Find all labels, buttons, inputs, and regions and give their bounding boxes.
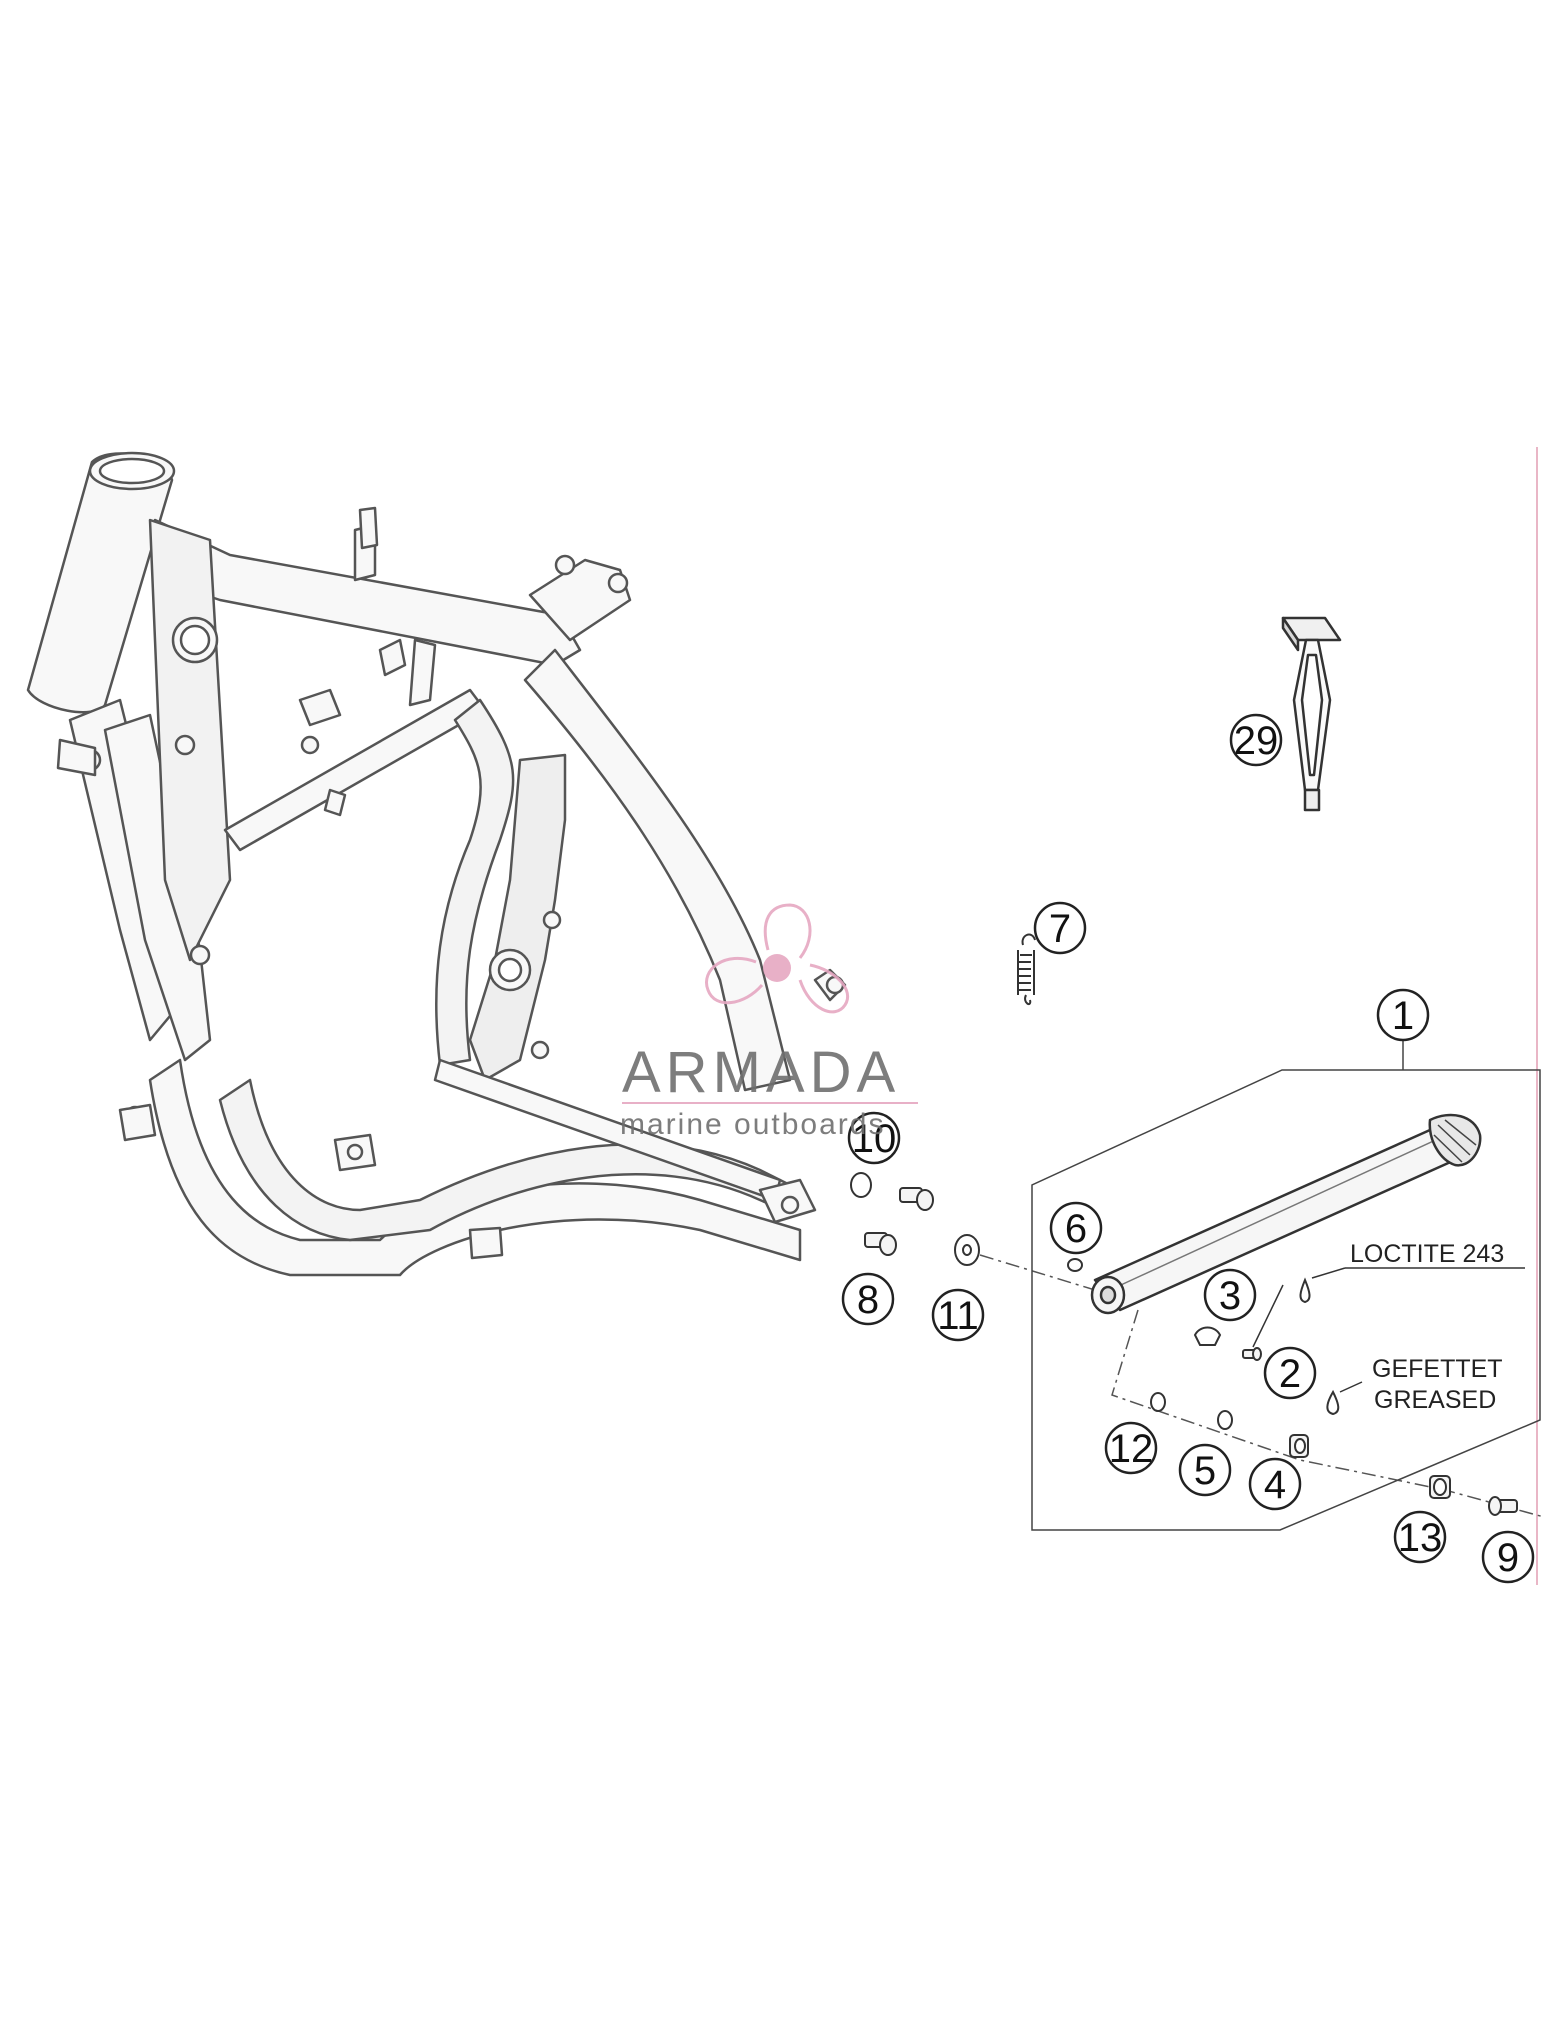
- svg-text:4: 4: [1264, 1463, 1286, 1507]
- svg-text:6: 6: [1065, 1207, 1087, 1251]
- assembly-axis-lines: [979, 1254, 1542, 1518]
- part-4-bushing: [1289, 1434, 1309, 1458]
- svg-text:2: 2: [1279, 1352, 1301, 1396]
- callout-11: 11: [931, 1288, 985, 1342]
- callout-3: 3: [1203, 1268, 1257, 1322]
- svg-text:29: 29: [1234, 719, 1279, 763]
- watermark-title: ARMADA: [622, 1040, 900, 1105]
- svg-text:11: 11: [937, 1294, 979, 1338]
- note-loctite: LOCTITE 243: [1350, 1240, 1504, 1268]
- svg-text:5: 5: [1194, 1449, 1216, 1493]
- callout-8: 8: [841, 1272, 895, 1326]
- part-2-screw: [1242, 1347, 1262, 1361]
- callout-7: 7: [1033, 901, 1087, 955]
- loctite-drop-icon: [1299, 1277, 1311, 1304]
- part-8-bolt-upper: [899, 1187, 934, 1211]
- note-leader-lines: [1252, 1267, 1525, 1393]
- note-greased: GREASED: [1374, 1386, 1496, 1414]
- svg-text:12: 12: [1109, 1427, 1154, 1471]
- svg-text:3: 3: [1219, 1274, 1241, 1318]
- part-7-spring: [1017, 933, 1036, 1006]
- note-gefettet: GEFETTET: [1372, 1355, 1503, 1383]
- callout-6: 6: [1049, 1201, 1103, 1255]
- motorcycle-frame: [26, 451, 847, 1277]
- callout-10: 10: [847, 1111, 901, 1165]
- part-10-washer: [850, 1172, 872, 1198]
- part-3-clip: [1193, 1326, 1222, 1346]
- svg-text:7: 7: [1049, 907, 1071, 951]
- watermark-subtitle: marine outboards: [620, 1108, 885, 1141]
- propeller-icon: [705, 903, 849, 1014]
- part-6-nut: [1067, 1258, 1083, 1272]
- callout-12: 12: [1104, 1421, 1158, 1475]
- side-stand: [1090, 1113, 1482, 1315]
- svg-text:1: 1: [1392, 994, 1414, 1038]
- part-8-bolt: [864, 1232, 897, 1256]
- watermark-logo: ARMADA marine outboards: [620, 903, 918, 1141]
- part-1-assembly-box: [1031, 1040, 1541, 1531]
- svg-text:9: 9: [1497, 1536, 1519, 1580]
- part-5-oring: [1217, 1410, 1233, 1430]
- part-12-oring: [1150, 1392, 1166, 1412]
- callout-13: 13: [1393, 1510, 1447, 1564]
- callout-2: 2: [1263, 1346, 1317, 1400]
- part-29-tool: [1281, 616, 1342, 812]
- svg-text:8: 8: [857, 1278, 879, 1322]
- svg-text:10: 10: [852, 1117, 897, 1161]
- svg-text:13: 13: [1398, 1516, 1443, 1560]
- callout-5: 5: [1178, 1443, 1232, 1497]
- part-9-bolt: [1488, 1496, 1518, 1516]
- callout-1: 1: [1376, 988, 1430, 1042]
- grease-drop-icon: [1326, 1389, 1340, 1416]
- callout-29: 29: [1229, 713, 1283, 767]
- callout-4: 4: [1248, 1457, 1302, 1511]
- callout-9: 9: [1481, 1530, 1535, 1584]
- part-13-bushing: [1429, 1475, 1451, 1499]
- part-11-washer: [954, 1234, 980, 1266]
